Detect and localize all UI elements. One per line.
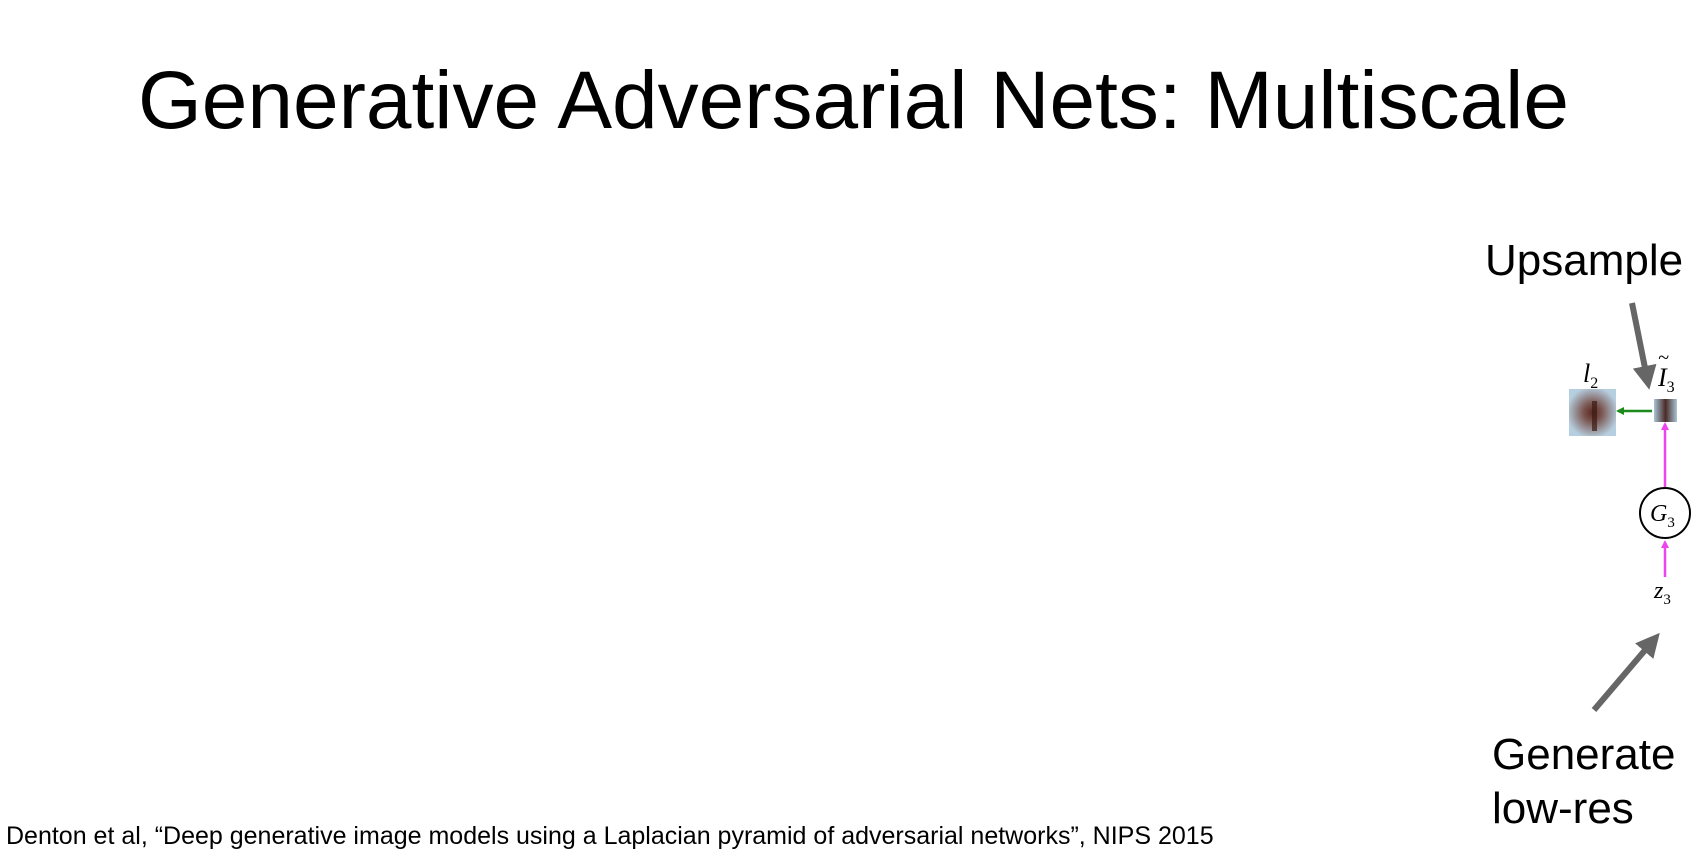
lapgan-diagram: l2 ~ I3 G3 z3 bbox=[1540, 320, 1707, 640]
i3-image bbox=[1654, 399, 1677, 422]
generate-low-res-callout: Generate low-res bbox=[1492, 728, 1675, 835]
z3-label: z3 bbox=[1653, 578, 1671, 608]
i3-tilde: ~ bbox=[1658, 347, 1669, 369]
g3-node bbox=[1639, 487, 1691, 539]
generate-callout-line-1: Generate bbox=[1492, 730, 1676, 779]
generate-pointer-arrow bbox=[1591, 632, 1660, 712]
lapgan-diagram-graphic: l2 ~ I3 G3 z3 bbox=[1569, 347, 1691, 608]
upsample-pointer-arrow bbox=[1629, 302, 1657, 390]
g3-label: G3 bbox=[1650, 501, 1675, 531]
l2-label: l2 bbox=[1583, 359, 1598, 392]
slide-title: Generative Adversarial Nets: Multiscale bbox=[137, 55, 1570, 146]
citation: Denton et al, “Deep generative image mod… bbox=[6, 822, 1214, 850]
generate-callout-line-2: low-res bbox=[1492, 783, 1634, 833]
upsample-callout: Upsample bbox=[1485, 236, 1684, 285]
i3-label: I3 bbox=[1657, 363, 1675, 396]
